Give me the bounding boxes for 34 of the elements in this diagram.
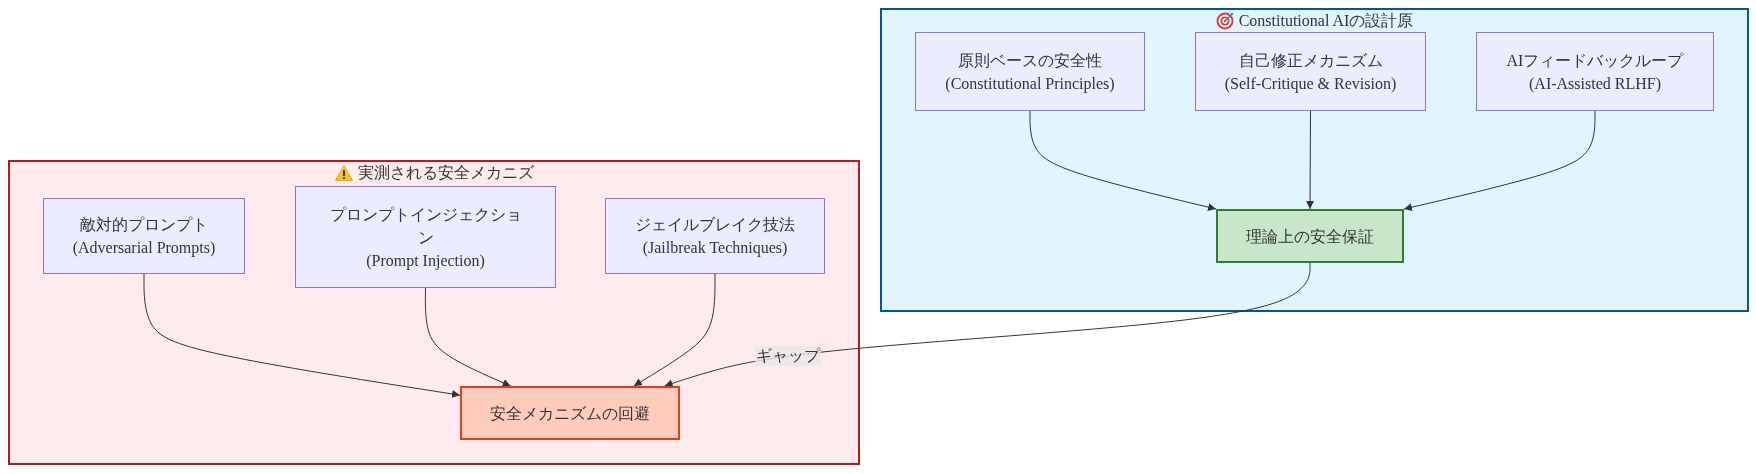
result-box [1216, 209, 1404, 263]
arrow [1306, 110, 1315, 210]
edge-label: ギャップ [754, 346, 821, 367]
process-box [1476, 32, 1714, 111]
group-panel [8, 160, 860, 465]
node-label: 安全メカニズムの回避 [490, 403, 650, 424]
group-title: Constitutional AIの設計原 [1238, 11, 1414, 31]
node-label: プロンプトインジェクション [328, 204, 523, 248]
node-label: AIフィードバックループ [1506, 50, 1684, 71]
arrow [633, 273, 716, 387]
arrow [143, 273, 461, 398]
node-label: (Adversarial Prompts) [72, 238, 216, 259]
group-panel [880, 8, 1749, 312]
process-box [915, 32, 1145, 111]
node-label: 敵対的プロンプト [80, 215, 208, 235]
node-label: (Constitutional Principles) [945, 73, 1115, 95]
node-label: (Prompt Injection) [366, 250, 485, 272]
node-label: 自己修正メカニズム [1238, 50, 1383, 71]
node-label: (Jailbreak Techniques) [642, 238, 788, 259]
node-label: ジェイルブレイク技法 [635, 215, 795, 235]
group-title: 実測される安全メカニズ [357, 163, 534, 183]
arrow [664, 262, 1311, 388]
node-label: 理論上の安全保証 [1246, 226, 1374, 247]
process-box [1195, 32, 1426, 111]
process-box [295, 186, 556, 288]
result-box [460, 386, 680, 440]
node-label: 原則ベースの安全性 [958, 50, 1102, 71]
process-box [605, 198, 825, 274]
node-label: (Self-Critique & Revision) [1224, 73, 1397, 95]
process-box [43, 198, 245, 274]
arrow [1403, 110, 1596, 212]
node-label: (AI-Assisted RLHF) [1529, 73, 1661, 95]
arrow [424, 287, 512, 387]
arrow [1029, 110, 1217, 211]
